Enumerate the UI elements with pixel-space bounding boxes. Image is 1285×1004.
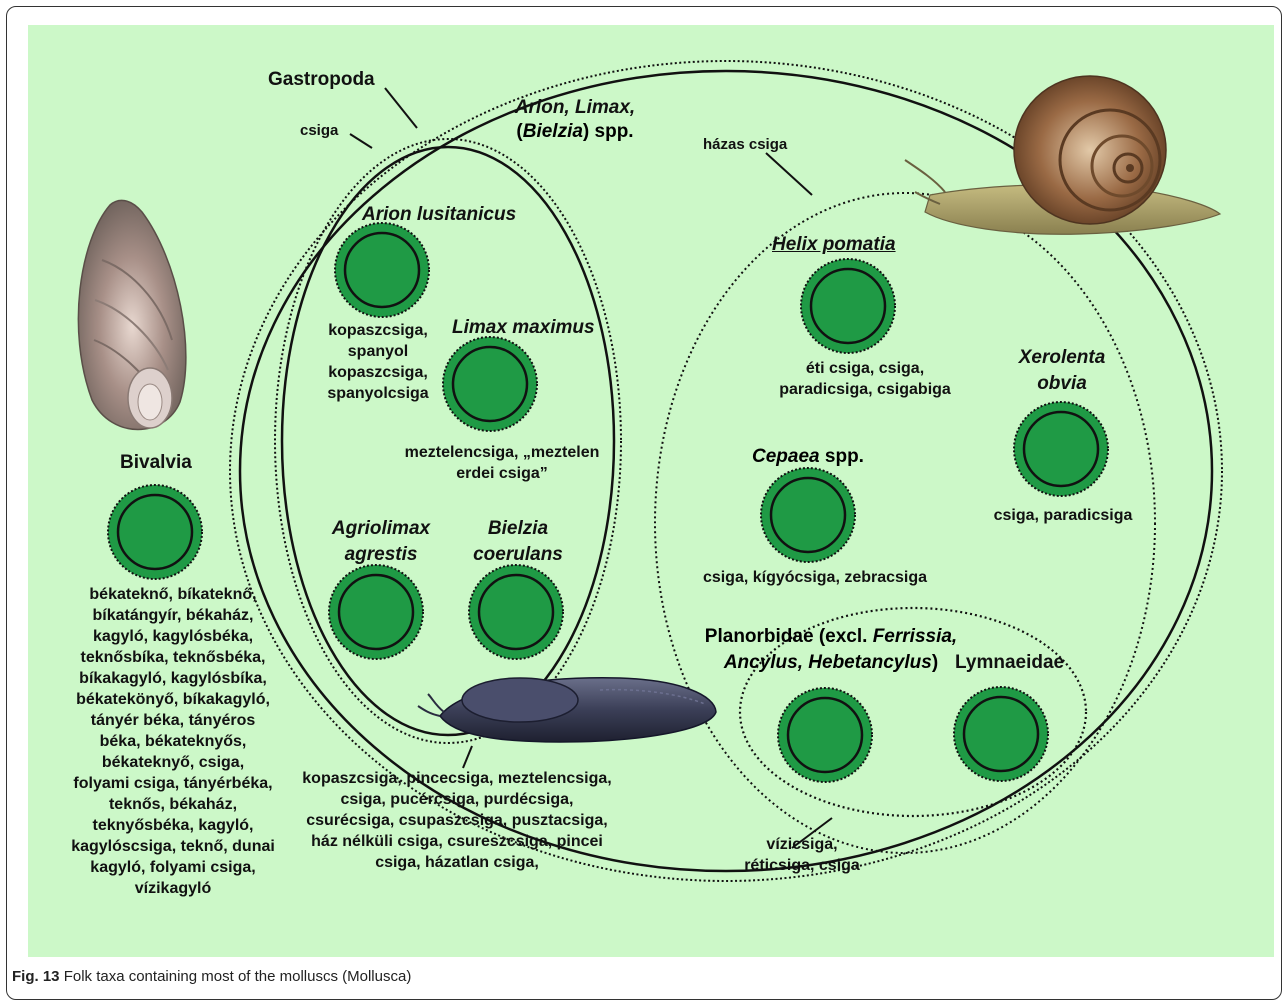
folk-name: békatekönyő, bíkakagyló, <box>76 691 270 708</box>
helix-pomatia-label: Helix pomatia <box>772 234 896 255</box>
water-snail-names: vízicsiga, réticsiga, csiga <box>742 834 862 876</box>
circle-lymnaeidae <box>953 686 1049 782</box>
xerolenta-label: Xerolenta obvia <box>1012 345 1112 397</box>
folk-name: paradicsiga, csigabiga <box>779 381 951 398</box>
circle-limax-maximus <box>442 336 538 432</box>
bielzia-genus: Bielzia <box>522 121 583 142</box>
slug-solid-ellipse <box>280 145 616 737</box>
folk-name: kopaszcsiga, pincecsiga, meztelencsiga, <box>302 770 612 787</box>
circle-bivalvia <box>107 484 203 580</box>
gastropoda-dotted-ellipse <box>229 60 1223 882</box>
helix-names: éti csiga, csiga, paradicsiga, csigabiga <box>765 358 965 400</box>
folk-name: réticsiga, csiga <box>744 857 860 874</box>
figure-number: Fig. 13 <box>12 968 60 985</box>
folk-name: meztelencsiga, „meztelen <box>404 444 600 461</box>
caption-text: Folk taxa containing most of the mollusc… <box>63 968 412 985</box>
figure-frame <box>6 6 1282 1000</box>
slug-group-line2: (Bielzia) spp. <box>516 121 634 142</box>
folk-name: békateknyő, csiga, <box>101 754 245 771</box>
slug-illustration <box>417 677 717 743</box>
agriolimax-label: Agriolimax agrestis <box>326 516 436 568</box>
folk-name: csiga, házatlan csiga, <box>375 854 539 871</box>
leader-lines <box>349 87 833 849</box>
folk-name: kopaszcsiga, <box>328 364 428 381</box>
lymnaeidae-label: Lymnaeidae <box>955 652 1065 673</box>
bivalvia-label: Bivalvia <box>120 452 192 473</box>
agriolimax-species: agrestis <box>344 544 418 565</box>
folk-name: spanyolcsiga <box>327 385 429 402</box>
arion-lusitanicus-names: kopaszcsiga, spanyol kopaszcsiga, spanyo… <box>318 320 438 404</box>
folk-name: kagylóscsiga, teknő, dunai <box>71 838 275 855</box>
folk-name: teknyősbéka, kagyló, <box>92 817 254 834</box>
cepaea-genus: Cepaea <box>752 446 820 467</box>
csiga-label: csiga <box>300 122 339 139</box>
xerolenta-species: obvia <box>1037 373 1087 394</box>
cepaea-names: csiga, kígyócsiga, zebracsiga <box>690 567 940 588</box>
bielzia-species: coerulans <box>473 544 563 565</box>
taxon-circles <box>107 222 1109 783</box>
gastropoda-solid-ellipse <box>238 69 1214 873</box>
folk-name: csiga, pucércsiga, purdécsiga, <box>340 791 574 808</box>
bivalvia-names: békateknő, bíkateknő, bíkatángyír, békah… <box>60 584 286 899</box>
folk-name: csurécsiga, csupaszcsiga, pusztacsiga, <box>306 812 608 829</box>
bivalve-shell-illustration <box>77 199 187 431</box>
xerolenta-names: csiga, paradicsiga <box>983 505 1143 526</box>
arion-lusitanicus-label: Arion lusitanicus <box>362 204 517 225</box>
folk-name: teknős, békaház, <box>108 796 238 813</box>
slug-group-genera: Arion, Limax, <box>514 97 636 118</box>
folk-name: teknősbíka, teknősbéka, <box>80 649 266 666</box>
limax-maximus-names: meztelencsiga, „meztelen erdei csiga” <box>382 442 622 484</box>
planorbidae-label: Planorbidae (excl. Ferrissia, Ancylus, H… <box>704 626 958 673</box>
cepaea-spp: spp. <box>824 446 864 467</box>
xerolenta-genus: Xerolenta <box>1018 347 1106 368</box>
folk-name: spanyol <box>347 343 409 360</box>
folk-name: csiga, paradicsiga <box>993 507 1133 524</box>
gastropoda-label: Gastropoda <box>268 69 375 90</box>
folk-name: vízikagyló <box>134 880 212 897</box>
folk-name: folyami csiga, tányérbéka, <box>73 775 273 792</box>
agriolimax-genus: Agriolimax <box>331 518 431 539</box>
bielzia-label: Bielzia coerulans <box>468 516 568 568</box>
folk-name: csiga, kígyócsiga, zebracsiga <box>702 569 928 586</box>
planorbidae-excl-2: Ancylus, Hebetancylus <box>723 652 932 673</box>
folk-name: béka, békateknyős, <box>99 733 247 750</box>
slug-dotted-ellipse <box>274 138 622 744</box>
hazas-csiga-boundary <box>654 192 1156 854</box>
folk-name: békateknő, bíkateknő, <box>89 586 257 603</box>
folk-name: bíkakagyló, kagylósbíka, <box>79 670 267 687</box>
planorbidae-name: Planorbidae (excl. <box>704 626 868 647</box>
hazas-csiga-label: házas csiga <box>703 136 788 153</box>
limax-maximus-label: Limax maximus <box>452 317 595 338</box>
bielzia-genus-label: Bielzia <box>487 518 549 539</box>
land-snail-illustration <box>904 75 1222 235</box>
circle-cepaea <box>760 467 856 563</box>
slug-group-names: kopaszcsiga, pincecsiga, meztelencsiga, … <box>280 768 634 873</box>
gastropoda-boundary <box>229 60 1223 882</box>
circle-xerolenta <box>1013 401 1109 497</box>
folk-name: erdei csiga” <box>456 465 548 482</box>
folk-name: kopaszcsiga, <box>328 322 428 339</box>
slug-group-boundary <box>274 138 622 744</box>
slug-spp: spp. <box>594 121 634 142</box>
circle-bielzia <box>468 564 564 660</box>
folk-name: ház nélküli csiga, csureszcsiga, pincei <box>311 833 603 850</box>
folk-name: éti csiga, csiga, <box>805 360 925 377</box>
cepaea-label: Cepaea spp. <box>752 446 864 468</box>
figure-caption: Fig. 13 Folk taxa containing most of the… <box>12 968 411 985</box>
circle-arion-lusitanicus <box>334 222 430 318</box>
water-snail-boundary <box>738 606 1088 818</box>
folk-name: kagyló, folyami csiga, <box>90 859 256 876</box>
folk-name: tányér béka, tányéros <box>90 712 256 729</box>
circle-agriolimax <box>328 564 424 660</box>
circle-helix <box>800 258 896 354</box>
folk-name: bíkatángyír, békaház, <box>92 607 254 624</box>
planorbidae-excl-1: Ferrissia, <box>872 626 958 647</box>
folk-name: vízicsiga, <box>766 836 838 853</box>
circle-planorbidae <box>777 687 873 783</box>
slug-group-label: Arion, Limax, (Bielzia) spp. <box>480 96 670 144</box>
folk-name: kagyló, kagylósbéka, <box>92 628 254 645</box>
